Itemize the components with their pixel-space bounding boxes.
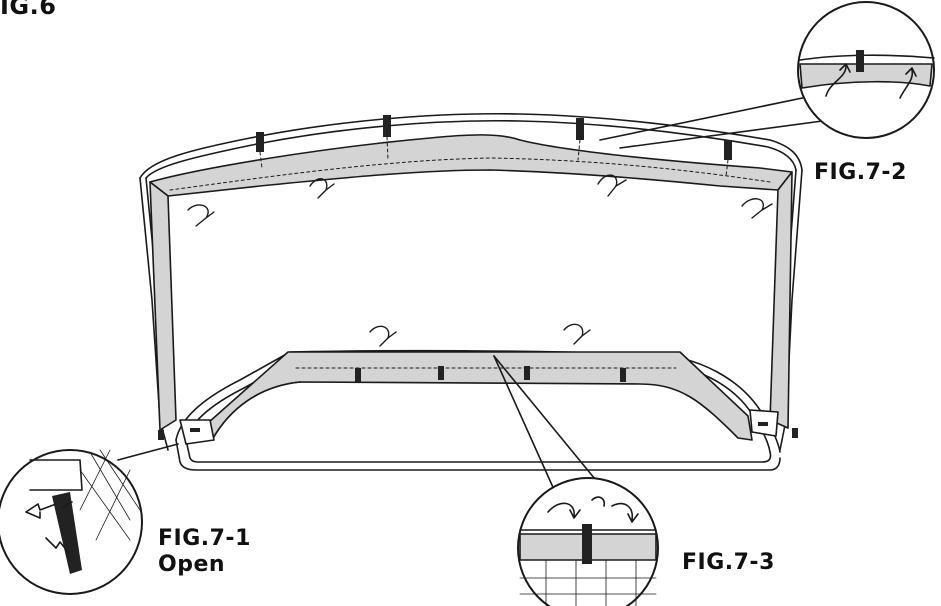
label-fig-7-2: FIG.7-2 xyxy=(814,160,907,185)
detail-circle-7-3 xyxy=(517,477,659,606)
figure-number-top: IG.6 xyxy=(0,0,57,20)
callout-line-7-3 xyxy=(493,355,557,495)
label-fig-7-3: FIG.7-3 xyxy=(682,550,775,575)
front-straps xyxy=(355,366,626,382)
callout-line-7-1 xyxy=(117,443,179,461)
label-fig-7-1: FIG.7-1 Open xyxy=(158,526,251,578)
callout-line-7-2 xyxy=(619,119,831,149)
front-canvas xyxy=(199,351,753,441)
rear-straps xyxy=(256,115,732,160)
rear-canvas xyxy=(149,134,793,431)
label-fig-7-1-open: Open xyxy=(158,552,226,577)
detail-circle-7-2 xyxy=(797,1,935,139)
rotate-arrows-front xyxy=(369,323,591,347)
rotate-arrows-rear xyxy=(187,174,773,227)
callout-line-7-2b xyxy=(599,95,813,141)
corner-clips xyxy=(158,409,798,445)
label-fig-7-1-title: FIG.7-1 xyxy=(158,526,251,551)
callout-line-7-3b xyxy=(493,355,605,491)
detail-circle-7-1 xyxy=(0,449,143,595)
